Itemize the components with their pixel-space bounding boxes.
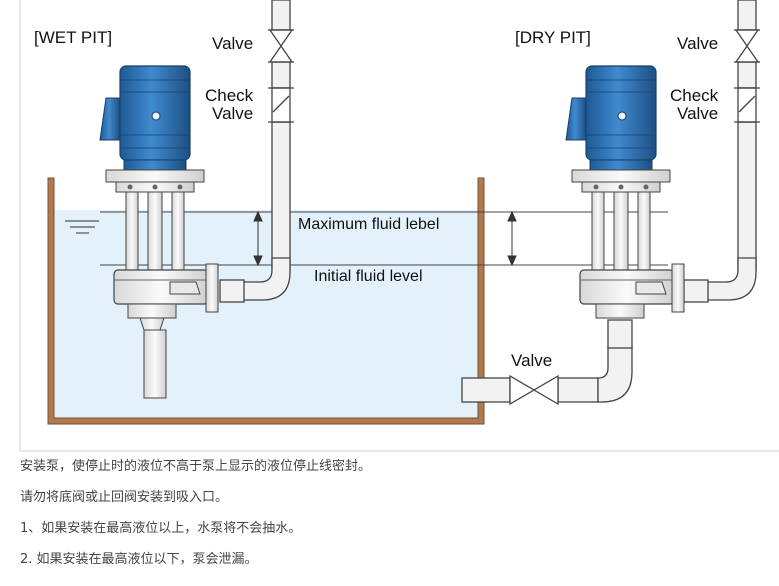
dry-pit-check-valve-icon (734, 87, 760, 123)
note-line: 2. 如果安装在最高液位以下，泵会泄漏。 (20, 552, 258, 567)
dry-pit-discharge-pipe (683, 0, 757, 303)
initial-fluid-level-label: Initial fluid level (314, 268, 423, 285)
suction-gate-valve-icon (509, 374, 559, 406)
dry-pit-gate-valve-icon (734, 29, 760, 63)
wet-pit-pump (99, 65, 219, 399)
note-line: 安装泵，使停止时的液位不高于泵上显示的液位停止线密封。 (20, 459, 372, 474)
maximum-fluid-level-label: Maximum fluid lebel (298, 216, 439, 233)
wet-pit-valve-label: Valve (212, 34, 253, 53)
wet-pit-discharge-pipe (219, 0, 291, 303)
dry-pit-pump (565, 65, 685, 319)
wet-pit-label: [WET PIT] (34, 28, 112, 47)
suction-valve-label: Valve (511, 351, 552, 370)
dry-pit-suction-pipe (461, 319, 633, 403)
wet-pit-check-valve-label-line1: Check (205, 86, 254, 105)
dry-pit-check-valve-label-line1: Check (670, 86, 719, 105)
wet-pit-tank (47, 177, 485, 425)
level-range-arrow-right (507, 210, 517, 267)
dry-pit-label: [DRY PIT] (515, 28, 591, 47)
note-line: 请勿将底阀或止回阀安装到吸入口。 (20, 490, 229, 505)
level-range-arrow-left (253, 210, 263, 267)
dry-pit-valve-label: Valve (677, 34, 718, 53)
wet-pit-check-valve-label-line2: Valve (212, 104, 253, 123)
pump-installation-diagram: [WET PIT] Valve Check Valve [DRY PIT] Va… (19, 0, 779, 452)
installation-notes: 安装泵，使停止时的液位不高于泵上显示的液位停止线密封。 请勿将底阀或止回阀安装到… (20, 455, 760, 579)
wet-pit-gate-valve-icon (268, 29, 294, 63)
note-line: 1、如果安装在最高液位以上，水泵将不会抽水。 (20, 521, 302, 536)
wet-pit-check-valve-icon (268, 87, 294, 123)
dry-pit-check-valve-label-line2: Valve (677, 104, 718, 123)
